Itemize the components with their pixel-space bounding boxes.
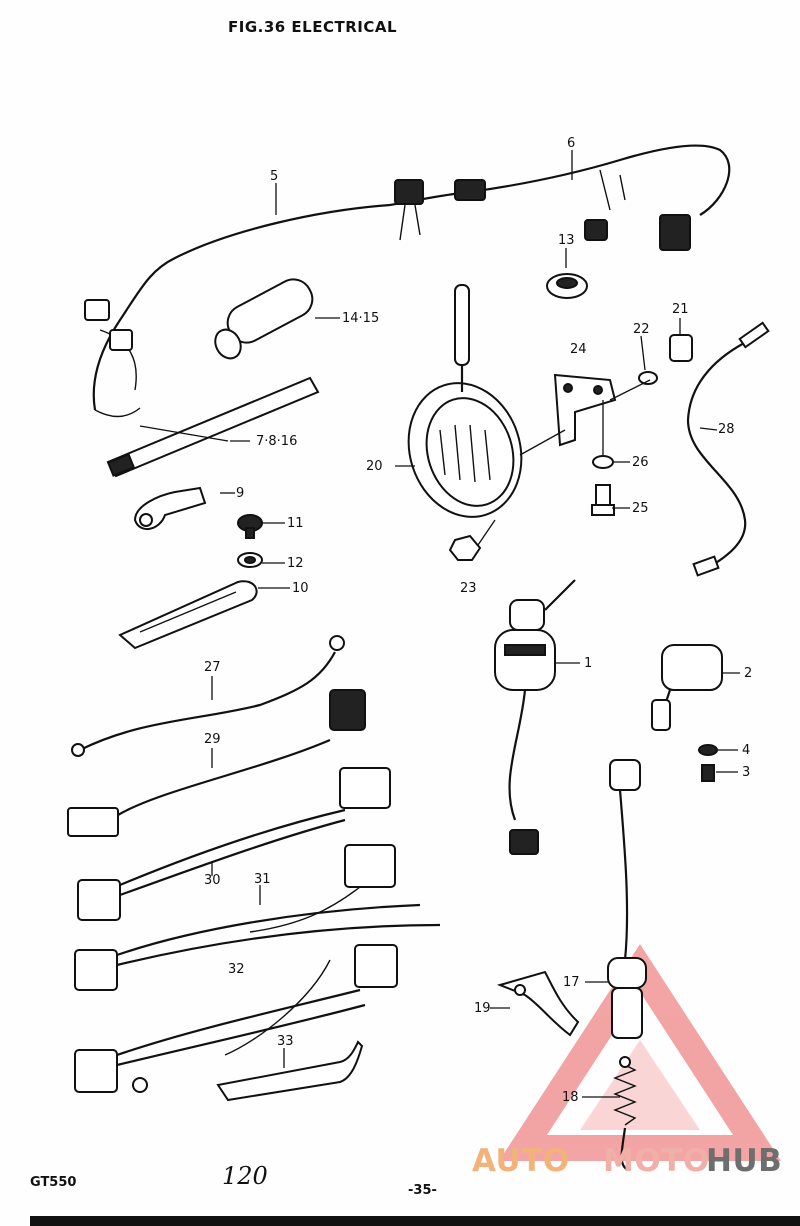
part-bracket-24 (519, 373, 617, 456)
part-wire-harness-32 (74, 944, 398, 1093)
callout-7-8-16: 7·8·16 (256, 434, 297, 449)
figure-title: FIG.36 ELECTRICAL (228, 18, 398, 36)
callout-11: 11 (287, 516, 304, 531)
callout-20: 20 (366, 459, 383, 474)
page-number: -35- (408, 1183, 437, 1198)
part-bracket-19 (496, 970, 580, 1037)
watermark-brand-hub: HUB (706, 1143, 783, 1179)
scan-edge-bar (30, 1216, 800, 1226)
callout-12: 12 (287, 556, 304, 571)
callout-31: 31 (254, 872, 271, 887)
callout-labels: 5 6 13 14·15 21 22 24 28 7·8·16 9 20 26 … (204, 136, 752, 1105)
part-nut-26 (592, 400, 614, 469)
callout-32: 32 (228, 962, 245, 977)
callout-9: 9 (236, 486, 244, 501)
callout-2: 2 (744, 666, 752, 681)
part-screw-11 (237, 514, 263, 539)
part-ignition-switch-1 (494, 579, 576, 855)
part-wiring-harness-5-6 (84, 144, 731, 418)
part-stop-switch-17 (607, 759, 647, 1039)
part-washer-22 (638, 371, 658, 385)
callout-24: 24 (570, 342, 587, 357)
callout-18: 18 (562, 1090, 579, 1105)
part-sleeve-14-15 (214, 278, 314, 360)
handwritten-note: 120 (222, 1162, 268, 1190)
part-horn-20 (407, 284, 523, 518)
callout-19: 19 (474, 1001, 491, 1016)
part-wire-harness-31 (74, 844, 441, 991)
part-steering-lock-2 (651, 644, 723, 731)
watermark-triangle-logo (499, 944, 781, 1161)
callout-33: 33 (277, 1034, 294, 1049)
callout-25: 25 (632, 501, 649, 516)
part-wire-harness-29 (67, 689, 366, 837)
part-nut-23 (448, 519, 496, 561)
watermark-brand-auto: AUTO (472, 1143, 570, 1179)
part-washer-4 (698, 744, 718, 756)
callout-5: 5 (270, 169, 278, 184)
callout-3: 3 (742, 765, 750, 780)
part-washer-12 (237, 552, 263, 568)
leader-lines (139, 150, 740, 1098)
callout-22: 22 (633, 322, 650, 337)
part-plate-10 (118, 580, 258, 650)
part-clamp-9 (133, 486, 207, 530)
callout-1: 1 (584, 656, 592, 671)
callout-17: 17 (563, 975, 580, 990)
part-lead-wire-28 (686, 321, 770, 577)
callout-10: 10 (292, 581, 309, 596)
part-band-7-8-16 (106, 376, 320, 478)
callout-4: 4 (742, 743, 750, 758)
watermark-brand-moto: MOTO (603, 1143, 710, 1179)
callout-13: 13 (558, 233, 575, 248)
part-bolt-25 (591, 484, 615, 516)
part-screw-3 (701, 764, 715, 782)
part-screw-21 (609, 334, 693, 401)
callout-14-15: 14·15 (342, 311, 379, 326)
part-wire-harness-30 (77, 767, 391, 921)
part-bracket-33 (216, 1040, 364, 1102)
callout-21: 21 (672, 302, 689, 317)
part-spring-18 (613, 1056, 637, 1171)
callout-27: 27 (204, 660, 221, 675)
callout-29: 29 (204, 732, 221, 747)
callout-30: 30 (204, 873, 221, 888)
callout-6: 6 (567, 136, 575, 151)
part-grommet-13 (546, 273, 588, 299)
part-ground-wire-27 (71, 635, 345, 757)
model-code: GT550 (30, 1175, 77, 1190)
callout-28: 28 (718, 422, 735, 437)
callout-23: 23 (460, 581, 477, 596)
callout-26: 26 (632, 455, 649, 470)
